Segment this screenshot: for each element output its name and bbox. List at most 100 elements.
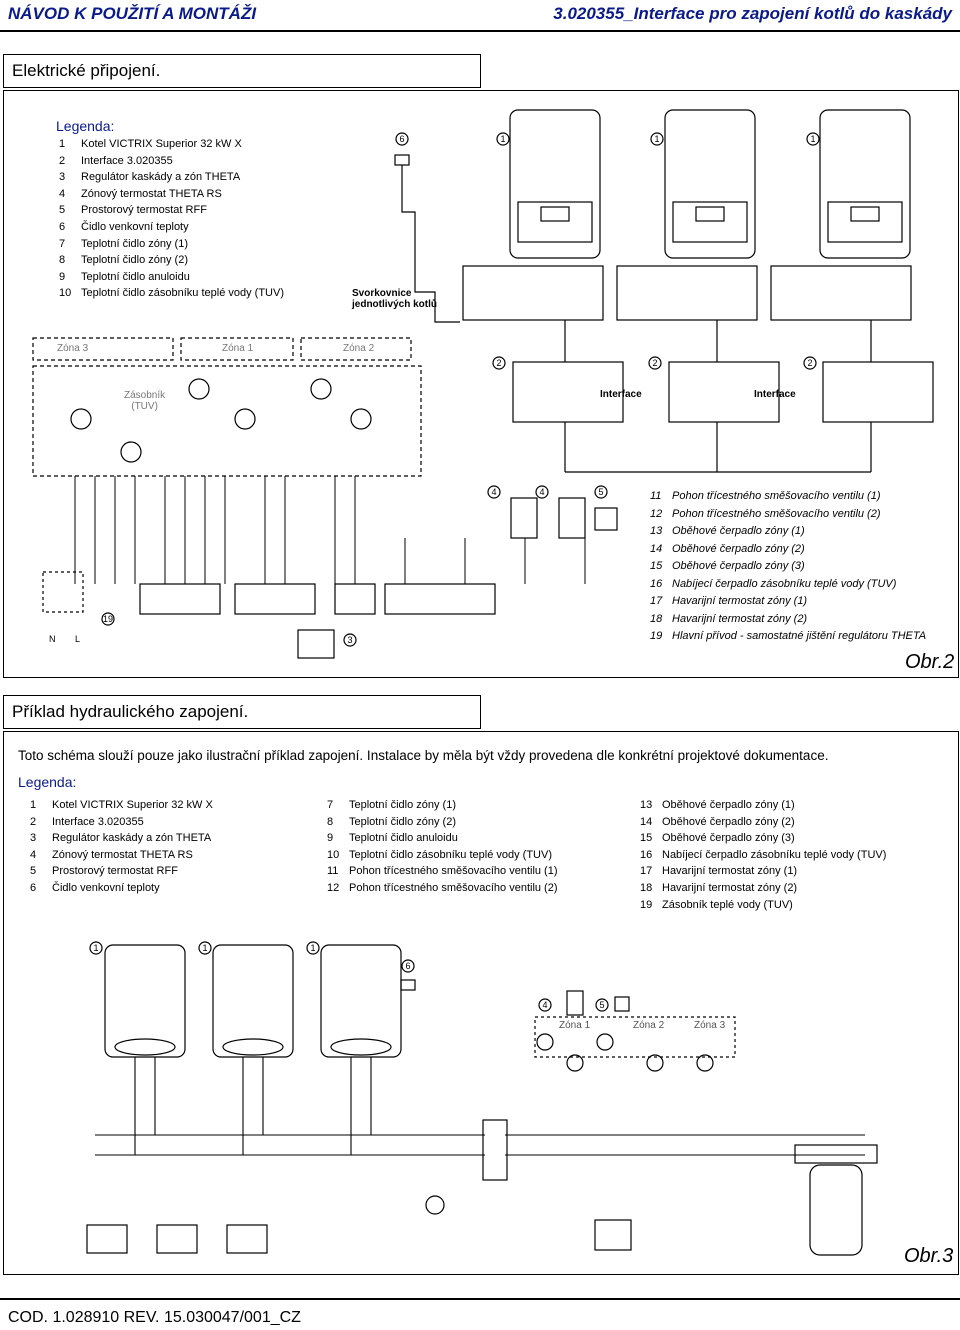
legend-title-2: Legenda: (18, 774, 77, 790)
legend-text: Kotel VICTRIX Superior 32 kW X (81, 138, 242, 150)
legend-number: 8 (59, 254, 66, 267)
zone-2-label: Zóna 2 (343, 343, 375, 354)
storage-tank-label: Zásobník (TUV) (124, 390, 165, 412)
svg-text:2: 2 (652, 358, 657, 368)
legend-item: 8 Teplotní čidlo zóny (2) (327, 814, 627, 831)
legend-text: Kotel VICTRIX Superior 32 kW X (52, 799, 213, 811)
terminal-block-label: Svorkovnice jednotlivých kotlů (352, 288, 437, 310)
legend-number: 18 (640, 881, 653, 894)
legend-number: 7 (327, 799, 334, 811)
legend-text: Čidlo venkovní teploty (81, 220, 189, 233)
legend-number: 14 (640, 815, 653, 828)
svg-text:2: 2 (496, 358, 501, 368)
svg-text:6: 6 (405, 961, 410, 971)
footer-rule (0, 1298, 960, 1300)
legend-number: 10 (59, 287, 72, 300)
legend-item: 18 Havarijní termostat zóny (2) (650, 611, 950, 629)
svg-text:4: 4 (491, 487, 496, 497)
svg-text:L: L (75, 634, 80, 644)
legend-item: 2 Interface 3.020355 (59, 153, 359, 170)
legend-number: 6 (30, 881, 37, 894)
legend-item: 16 Nabíjecí čerpadlo zásobníku teplé vody… (640, 847, 950, 864)
legend-text: Interface 3.020355 (81, 154, 173, 167)
legend-text: Teplotní čidlo zásobníku teplé vody (TUV… (349, 848, 552, 861)
svg-text:1: 1 (654, 134, 659, 144)
legend-text: Interface 3.020355 (52, 815, 144, 828)
legend-item: 13 Oběhové čerpadlo zóny (1) (650, 523, 950, 541)
legend-text: Teplotní čidlo zóny (1) (349, 799, 456, 811)
svg-text:1: 1 (310, 943, 315, 953)
legend-number: 1 (30, 799, 37, 811)
hydraulic-zone-2-label: Zóna 2 (633, 1020, 665, 1031)
legend-number: 2 (30, 815, 37, 828)
legend-text: Havarijní termostat zóny (2) (672, 612, 808, 625)
legend-number: 7 (59, 237, 66, 250)
legend-number: 17 (640, 865, 653, 878)
section-title-text-2: Příklad hydraulického zapojení. (12, 702, 249, 721)
legend-text: Pohon třícestného směšovacího ventilu (2… (672, 507, 881, 520)
legend-text: Teplotní čidlo anuloidu (81, 270, 190, 283)
legend-number: 18 (650, 612, 663, 625)
legend-item: 7 Teplotní čidlo zóny (1) (327, 797, 627, 814)
document-code: COD. 1.028910 REV. 15.030047/001_CZ (8, 1309, 301, 1326)
interface-label-1: Interface (600, 389, 642, 400)
legend-col-1: 1 Kotel VICTRIX Superior 32 kW X 2 Interfac… (30, 797, 310, 897)
svg-text:4: 4 (539, 487, 544, 497)
zone-3-label: Zóna 3 (57, 343, 89, 354)
section-title-electrical: Elektrické připojení. (3, 54, 481, 88)
legend-text: Prostorový termostat RFF (52, 865, 178, 878)
legend-item: 1 Kotel VICTRIX Superior 32 kW X (59, 136, 359, 153)
legend-number: 2 (59, 154, 66, 167)
legend-number: 12 (327, 881, 340, 894)
legend-item: 13 Oběhové čerpadlo zóny (1) (640, 797, 950, 814)
legend-number: 19 (640, 898, 653, 911)
legend-number: 17 (650, 595, 663, 607)
legend-text: Oběhové čerpadlo zóny (2) (672, 542, 805, 555)
legend-text: Havarijní termostat zóny (1) (662, 865, 798, 878)
legend-list: 1 Kotel VICTRIX Superior 32 kW X 2 Interfac… (59, 136, 359, 302)
terminal-label-line1: Svorkovnice (352, 288, 412, 299)
svg-text:6: 6 (399, 134, 404, 144)
hydraulic-zone-1-label: Zóna 1 (559, 1020, 591, 1031)
legend-number: 16 (640, 848, 653, 861)
legend-number: 13 (640, 799, 653, 811)
legend-number: 8 (327, 815, 334, 828)
legend-text: Oběhové čerpadlo zóny (1) (672, 525, 805, 537)
legend-text: Oběhové čerpadlo zóny (1) (662, 799, 795, 811)
legend-text: Zónový termostat THETA RS (52, 848, 193, 861)
figure-label-3: Obr.3 (904, 1245, 954, 1267)
legend-text: Zónový termostat THETA RS (81, 187, 222, 200)
boiler-group (509, 109, 911, 259)
legend-text: Oběhové čerpadlo zóny (2) (662, 815, 795, 828)
legend-number: 5 (30, 865, 37, 878)
figure-label-2: Obr.2 (905, 651, 955, 673)
hydraulic-scheme-diagram: 1 1 1 6 4 5 (86, 941, 878, 1256)
sensor-6-callout (395, 132, 409, 146)
hydraulic-zone-3-label: Zóna 3 (694, 1020, 726, 1031)
legend-text: Nabíjecí čerpadlo zásobníku teplé vody (… (662, 848, 887, 861)
legend-number: 13 (650, 525, 663, 537)
header-rule (0, 30, 960, 32)
legend-number: 3 (59, 171, 66, 184)
legend-number: 1 (59, 138, 66, 150)
legend-number: 9 (327, 832, 334, 845)
legend-text: Teplotní čidlo zóny (2) (349, 815, 456, 828)
legend-number: 11 (327, 865, 339, 878)
